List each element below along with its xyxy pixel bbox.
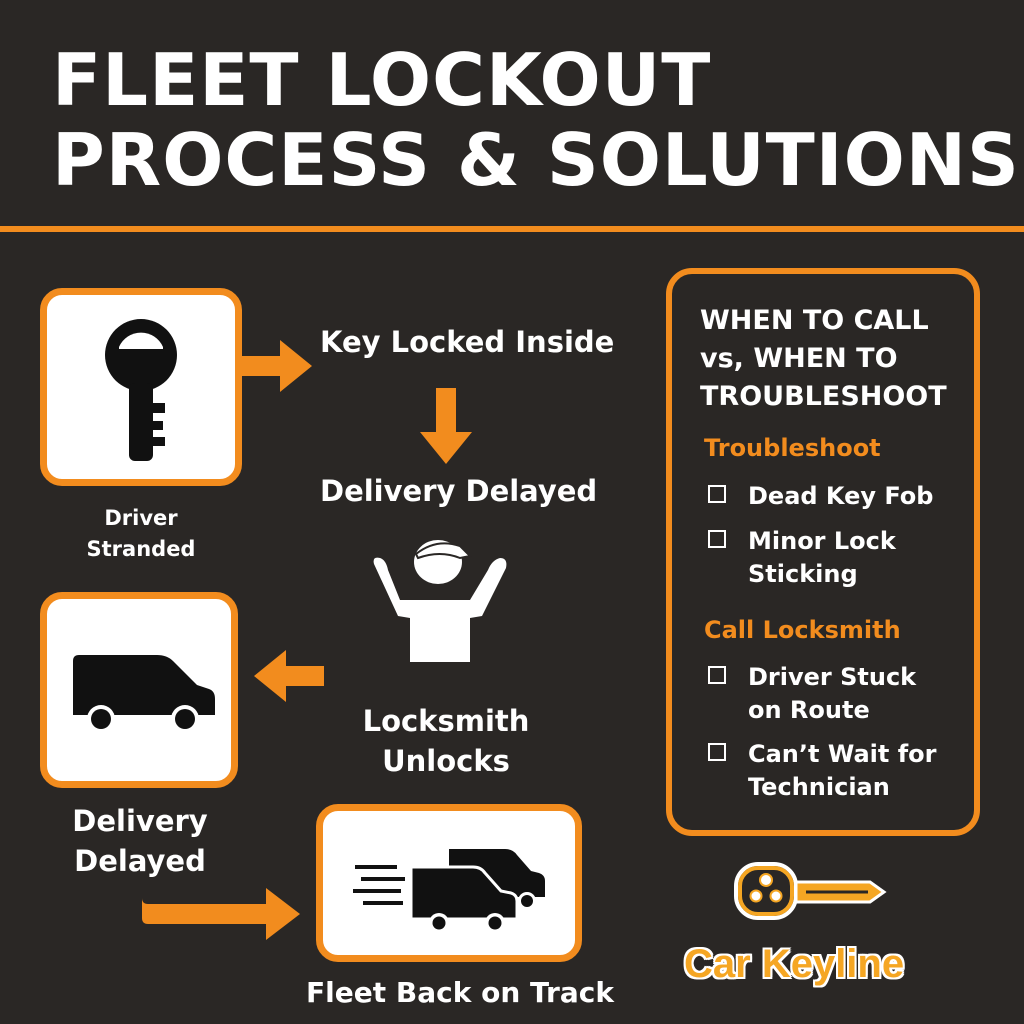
title-divider — [0, 226, 1024, 232]
arrow-down-icon — [420, 388, 472, 464]
person-icon — [373, 540, 507, 662]
panel-heading-1: WHEN TO CALL — [700, 305, 929, 336]
driver-label-1: Driver — [104, 506, 178, 530]
troubleshoot-title: Troubleshoot — [704, 434, 881, 462]
title-line-1: FLEET LOCKOUT — [52, 38, 712, 122]
driver-label-2: Stranded — [86, 537, 196, 561]
key-icon — [105, 319, 177, 461]
checkbox-dead-key-fob[interactable] — [708, 485, 726, 503]
delivery-delayed-top-label: Delivery Delayed — [320, 474, 598, 508]
item-cant-wait-1: Can’t Wait for — [748, 740, 937, 768]
fleet-card — [316, 804, 582, 962]
item-minor-lock-2: Sticking — [748, 560, 858, 588]
fleet-back-label: Fleet Back on Track — [306, 976, 614, 1009]
call-locksmith-title: Call Locksmith — [704, 616, 901, 644]
checkbox-minor-lock[interactable] — [708, 530, 726, 548]
title-line-2: PROCESS & SOLUTIONS — [52, 118, 1020, 202]
arrow-left-icon — [254, 650, 324, 702]
item-dead-key-fob: Dead Key Fob — [748, 482, 934, 510]
delivery-delayed-left-1: Delivery — [72, 804, 208, 838]
car-key-logo-icon — [734, 862, 887, 920]
arrow-right-icon — [240, 340, 312, 392]
item-minor-lock-1: Minor Lock — [748, 527, 896, 555]
item-driver-stuck-2: on Route — [748, 696, 870, 724]
locksmith-label-2: Unlocks — [382, 744, 510, 778]
brand-name: Car Keyline — [684, 942, 905, 986]
panel-heading-2: vs, WHEN TO — [700, 343, 898, 374]
key-locked-label: Key Locked Inside — [320, 325, 615, 359]
van-card — [40, 592, 238, 788]
item-driver-stuck-1: Driver Stuck — [748, 663, 917, 691]
when-to-call-panel — [666, 268, 980, 836]
checkbox-cant-wait[interactable] — [708, 743, 726, 761]
key-card — [40, 288, 242, 486]
item-cant-wait-2: Technician — [748, 773, 890, 801]
checkbox-driver-stuck[interactable] — [708, 666, 726, 684]
panel-heading-3: TROUBLESHOOT — [700, 381, 947, 412]
delivery-delayed-left-2: Delayed — [74, 844, 206, 878]
fleet-vans-icon — [353, 849, 545, 933]
van-icon — [73, 655, 215, 733]
arrow-elbow-icon — [142, 888, 300, 940]
locksmith-label-1: Locksmith — [362, 704, 530, 738]
